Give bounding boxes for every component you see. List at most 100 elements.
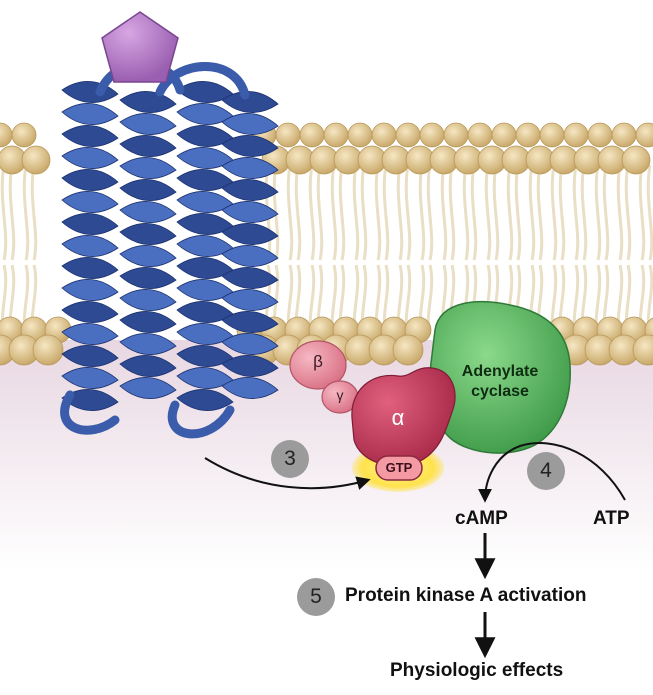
helix-turn [119,333,177,355]
helix-turn [61,191,119,213]
lipid-head [371,122,397,148]
lipid-tail [646,164,653,261]
lipid-tail [462,164,470,261]
helix-turn [221,267,279,289]
lipid-tail [330,164,338,261]
lipid-tail [316,164,324,261]
alpha-label: α [391,405,405,430]
lipid-head [392,334,424,366]
adenylate-line1: Adenylate [461,363,539,380]
lipid-tail [558,164,566,261]
helix-turn [61,323,119,345]
helix-turn [119,201,177,223]
lipid-tail [30,164,38,261]
helix-turn [61,367,119,389]
helix-turn [61,301,119,323]
lipid-head [587,122,613,148]
helix-turn [221,333,279,355]
lipid-tail [308,164,316,261]
gtp-label: GTP [385,460,413,475]
lipid-tail [396,164,404,261]
lipid-tail [286,164,294,261]
pka-activation-label: Protein kinase A activation [345,585,587,606]
lipid-tail [352,164,360,261]
helix-turn [119,267,177,289]
lipid-tail [8,164,16,261]
lipid-tail [0,164,8,261]
lipid-tail [374,164,382,261]
helix-turn [221,355,279,377]
lipid-heads-outer [0,122,653,175]
lipid-head [21,145,51,175]
helix-turn [61,257,119,279]
helix-turn [61,125,119,147]
helix-turn [119,223,177,245]
camp-label: cAMP [455,508,508,529]
helix-turn [221,245,279,267]
lipid-tail [404,164,412,261]
lipid-head [539,122,565,148]
helix-turn [221,223,279,245]
helix-turn [119,311,177,333]
lipid-tail [602,164,610,261]
lipid-tail [382,164,390,261]
lipid-tail [616,164,624,261]
lipid-tail [418,164,426,261]
gtp-pill [375,455,423,481]
lipid-tail [536,164,544,261]
lipid-head [632,334,653,366]
helix-turn [119,157,177,179]
lipid-tail [514,164,522,261]
helix-turn [119,289,177,311]
helix-turn [221,311,279,333]
lipid-head [395,122,421,148]
helix-turn [221,201,279,223]
helix-turn [61,345,119,367]
helix-turn [221,113,279,135]
ligand-pentagon [101,11,179,83]
helix-turn [61,81,119,103]
lipid-tail [22,164,30,261]
lipid-tail [470,164,478,261]
lipid-head [443,122,469,148]
lipid-tail [426,164,434,261]
lipid-tail [294,164,302,261]
atp-label: ATP [593,508,630,529]
step-5-badge: 5 [297,578,335,616]
helix-turn [61,147,119,169]
helix-turn [119,355,177,377]
arrow-atp-to-camp [478,442,626,503]
lipid-tail [360,164,368,261]
arrow-step3 [204,457,371,490]
helix-turn [119,179,177,201]
lipid-tail [272,164,280,261]
lipid-tail [448,164,456,261]
lipid-tail [638,164,646,261]
lipid-head [299,122,325,148]
step-3-badge: 3 [271,440,309,478]
gamma-label: γ [336,387,344,403]
lipid-head [467,122,493,148]
lipid-tail [572,164,580,261]
helix-turn [221,157,279,179]
lipid-tail [484,164,492,261]
helix-turn [221,179,279,201]
lipid-head [11,122,37,148]
lipid-head [611,122,637,148]
helix-turn [61,279,119,301]
helix-turn [119,91,177,113]
lipid-head [635,122,653,148]
lipid-head [0,122,13,148]
lipid-head [491,122,517,148]
helix-turn [221,91,279,113]
lipid-tail [492,164,500,261]
helix-turn [61,213,119,235]
helix-loop [155,62,250,100]
lipid-head [323,122,349,148]
helix-turn [61,103,119,125]
lipid-tail [580,164,588,261]
helix-turn [119,245,177,267]
helix-turn [221,289,279,311]
lipid-tail [594,164,602,261]
